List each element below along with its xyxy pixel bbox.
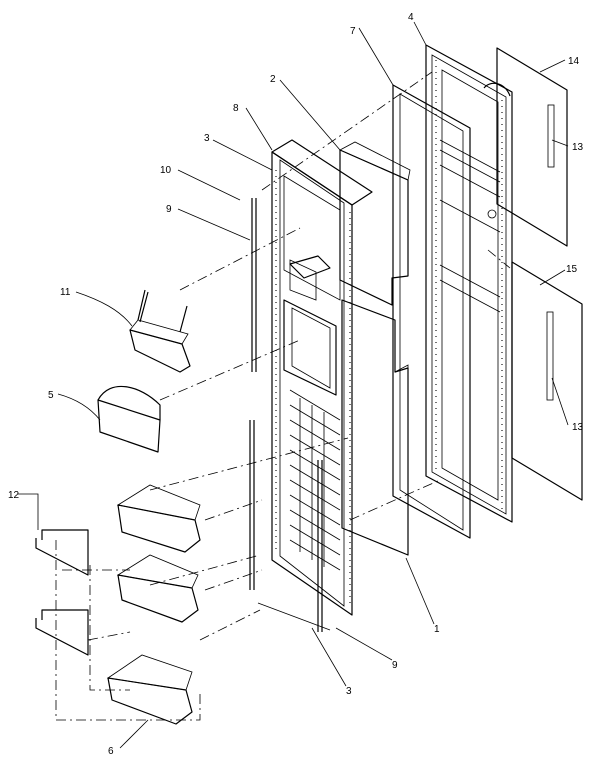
callout-8: 8 <box>233 103 239 114</box>
callout-1: 1 <box>434 624 440 635</box>
bin-upper <box>116 484 201 553</box>
leader-lines <box>18 21 569 749</box>
callout-3-bottom: 3 <box>346 686 352 697</box>
door-liner-part-8 <box>271 139 373 616</box>
callout-6: 6 <box>108 746 114 757</box>
bin-part-6 <box>106 654 193 725</box>
callout-3-top: 3 <box>204 133 210 144</box>
bin-part-11 <box>129 289 191 373</box>
bin-middle <box>116 554 199 623</box>
callout-13-top: 13 <box>572 142 584 153</box>
callout-7: 7 <box>350 26 356 37</box>
callout-10: 10 <box>160 165 172 176</box>
breaker-strip-part-1 <box>341 299 409 556</box>
callout-12: 12 <box>8 490 20 501</box>
callout-15: 15 <box>566 264 578 275</box>
breaker-strip-part-2 <box>339 141 411 306</box>
shelf-part-5 <box>97 385 161 453</box>
panel-part-14 <box>496 47 568 247</box>
callout-9-bottom: 9 <box>392 660 398 671</box>
callout-5: 5 <box>48 390 54 401</box>
callout-labels: 4 7 14 2 8 3 13 10 9 15 11 5 13 12 1 9 3… <box>8 12 584 757</box>
gasket-part-7 <box>392 84 471 539</box>
callout-14: 14 <box>568 56 580 67</box>
callout-4: 4 <box>408 12 414 23</box>
rail-part-12 <box>35 529 89 656</box>
callout-9-top: 9 <box>166 204 172 215</box>
callout-13-bottom: 13 <box>572 422 584 433</box>
alignment-lines <box>55 71 511 721</box>
callout-2: 2 <box>270 74 276 85</box>
panel-part-15 <box>511 261 583 501</box>
trim-strip-part-9 <box>249 198 331 632</box>
callout-11: 11 <box>60 287 71 298</box>
